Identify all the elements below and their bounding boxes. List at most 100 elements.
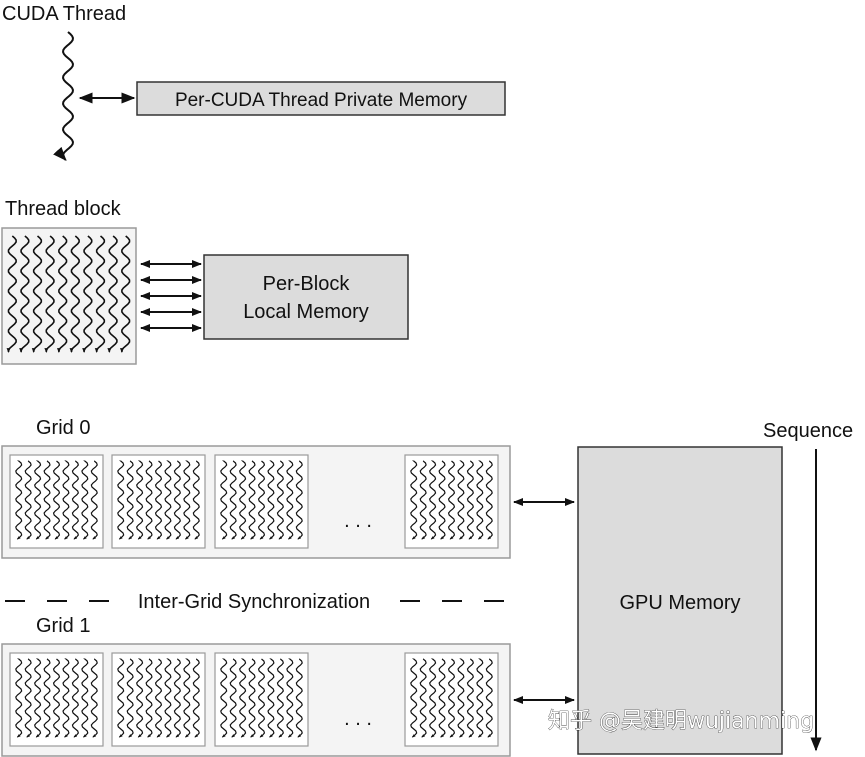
thread-squiggle	[81, 460, 89, 540]
thread-squiggle	[34, 658, 42, 738]
thread-squiggle	[126, 460, 134, 540]
thread-squiggle	[94, 235, 106, 353]
thread-squiggle	[15, 460, 23, 540]
thread-private-memory-label: Per-CUDA Thread Private Memory	[175, 90, 468, 111]
thread-squiggle	[267, 658, 275, 738]
grid0-blocks	[9, 454, 499, 549]
thread-squiggle	[447, 658, 456, 738]
grid-thread-block	[9, 652, 104, 747]
thread-squiggle	[34, 460, 42, 540]
thread-squiggle	[15, 658, 23, 738]
block-memory-arrows	[140, 260, 202, 332]
thread-squiggle	[248, 658, 256, 738]
thread-squiggle	[466, 658, 474, 738]
grid1-label: Grid 1	[36, 615, 90, 637]
gpu-memory-label: GPU Memory	[619, 592, 740, 614]
thread-squiggle	[117, 658, 125, 738]
thread-squiggle	[43, 460, 51, 540]
thread-squiggle	[53, 31, 74, 162]
thread-squiggle	[62, 658, 70, 738]
grid-thread-block	[214, 454, 309, 549]
thread-squiggle	[145, 460, 153, 540]
thread-squiggle	[220, 658, 228, 738]
thread-squiggle	[457, 460, 465, 540]
grid-thread-block	[111, 454, 206, 549]
thread-squiggle	[276, 460, 284, 540]
thread-squiggle	[71, 658, 79, 738]
thread-squiggle	[438, 460, 446, 540]
thread-squiggle	[229, 658, 237, 738]
cuda-thread-label: CUDA Thread	[2, 3, 126, 25]
thread-squiggle	[136, 460, 144, 540]
thread-squiggle	[257, 460, 266, 540]
thread-squiggle	[286, 658, 294, 738]
thread-squiggle	[164, 460, 172, 540]
thread-squiggle	[90, 658, 98, 738]
thread-squiggle	[173, 658, 181, 738]
thread-squiggle	[485, 460, 493, 540]
thread-squiggle	[173, 460, 181, 540]
thread-squiggle	[90, 460, 98, 540]
thread-squiggle	[248, 460, 256, 540]
grid-thread-block	[111, 652, 206, 747]
thread-squiggle	[52, 460, 61, 540]
thread-squiggle	[82, 235, 93, 353]
block-memory-line2: Local Memory	[243, 301, 369, 323]
thread-squiggle	[117, 460, 125, 540]
thread-squiggle	[119, 235, 131, 353]
thread-squiggle	[257, 658, 266, 738]
gpu-memory-box	[577, 446, 783, 755]
thread-squiggle	[438, 658, 446, 738]
thread-squiggle	[81, 658, 89, 738]
thread-squiggle	[239, 460, 247, 540]
thread-squiggle	[6, 235, 17, 353]
watermark-text: 知乎 @吴建明wujianming	[548, 709, 814, 734]
grid1-ellipsis: . . .	[344, 708, 372, 730]
thread-squiggle	[429, 658, 437, 738]
thread-squiggle	[267, 460, 275, 540]
block-local-memory-box	[203, 254, 409, 340]
thread-squiggle	[457, 658, 465, 738]
sequence-label: Sequence	[763, 420, 853, 442]
thread-squiggle	[136, 658, 144, 738]
thread-squiggle	[56, 235, 68, 353]
block-memory-line1: Per-Block	[263, 273, 351, 295]
sync-label: Inter-Grid Synchronization	[138, 591, 370, 613]
thread-squiggle	[239, 658, 247, 738]
thread-squiggle	[107, 235, 118, 353]
thread-squiggle	[295, 460, 303, 540]
grid0-label: Grid 0	[36, 417, 90, 439]
thread-squiggle	[220, 460, 228, 540]
thread-squiggle	[476, 658, 484, 738]
thread-squiggle	[183, 460, 191, 540]
thread-squiggle	[43, 658, 51, 738]
thread-squiggle	[192, 658, 200, 738]
grid1-blocks	[9, 652, 499, 747]
thread-squiggle	[62, 460, 70, 540]
thread-squiggle	[286, 460, 294, 540]
thread-squiggle	[229, 460, 237, 540]
thread-squiggle	[154, 658, 163, 738]
thread-squiggle	[52, 658, 61, 738]
thread-squiggle	[419, 460, 427, 540]
thread-squiggle	[24, 658, 32, 738]
thread-squiggle	[24, 460, 32, 540]
grid-thread-block	[404, 652, 499, 747]
grid-thread-block	[9, 454, 104, 549]
thread-squiggle	[71, 460, 79, 540]
thread-block-squiggles	[6, 235, 131, 353]
thread-private-memory-box	[136, 81, 506, 116]
thread-squiggle	[419, 658, 427, 738]
thread-squiggle	[126, 658, 134, 738]
thread-squiggle	[69, 235, 80, 353]
thread-squiggle	[466, 460, 474, 540]
thread-squiggle	[192, 460, 200, 540]
grid0-ellipsis: . . .	[344, 510, 372, 532]
thread-block-label: Thread block	[5, 198, 122, 220]
thread-squiggle	[485, 658, 493, 738]
grid-thread-block	[214, 652, 309, 747]
thread-squiggle	[276, 658, 284, 738]
thread-squiggle	[145, 658, 153, 738]
grid-thread-block	[404, 454, 499, 549]
